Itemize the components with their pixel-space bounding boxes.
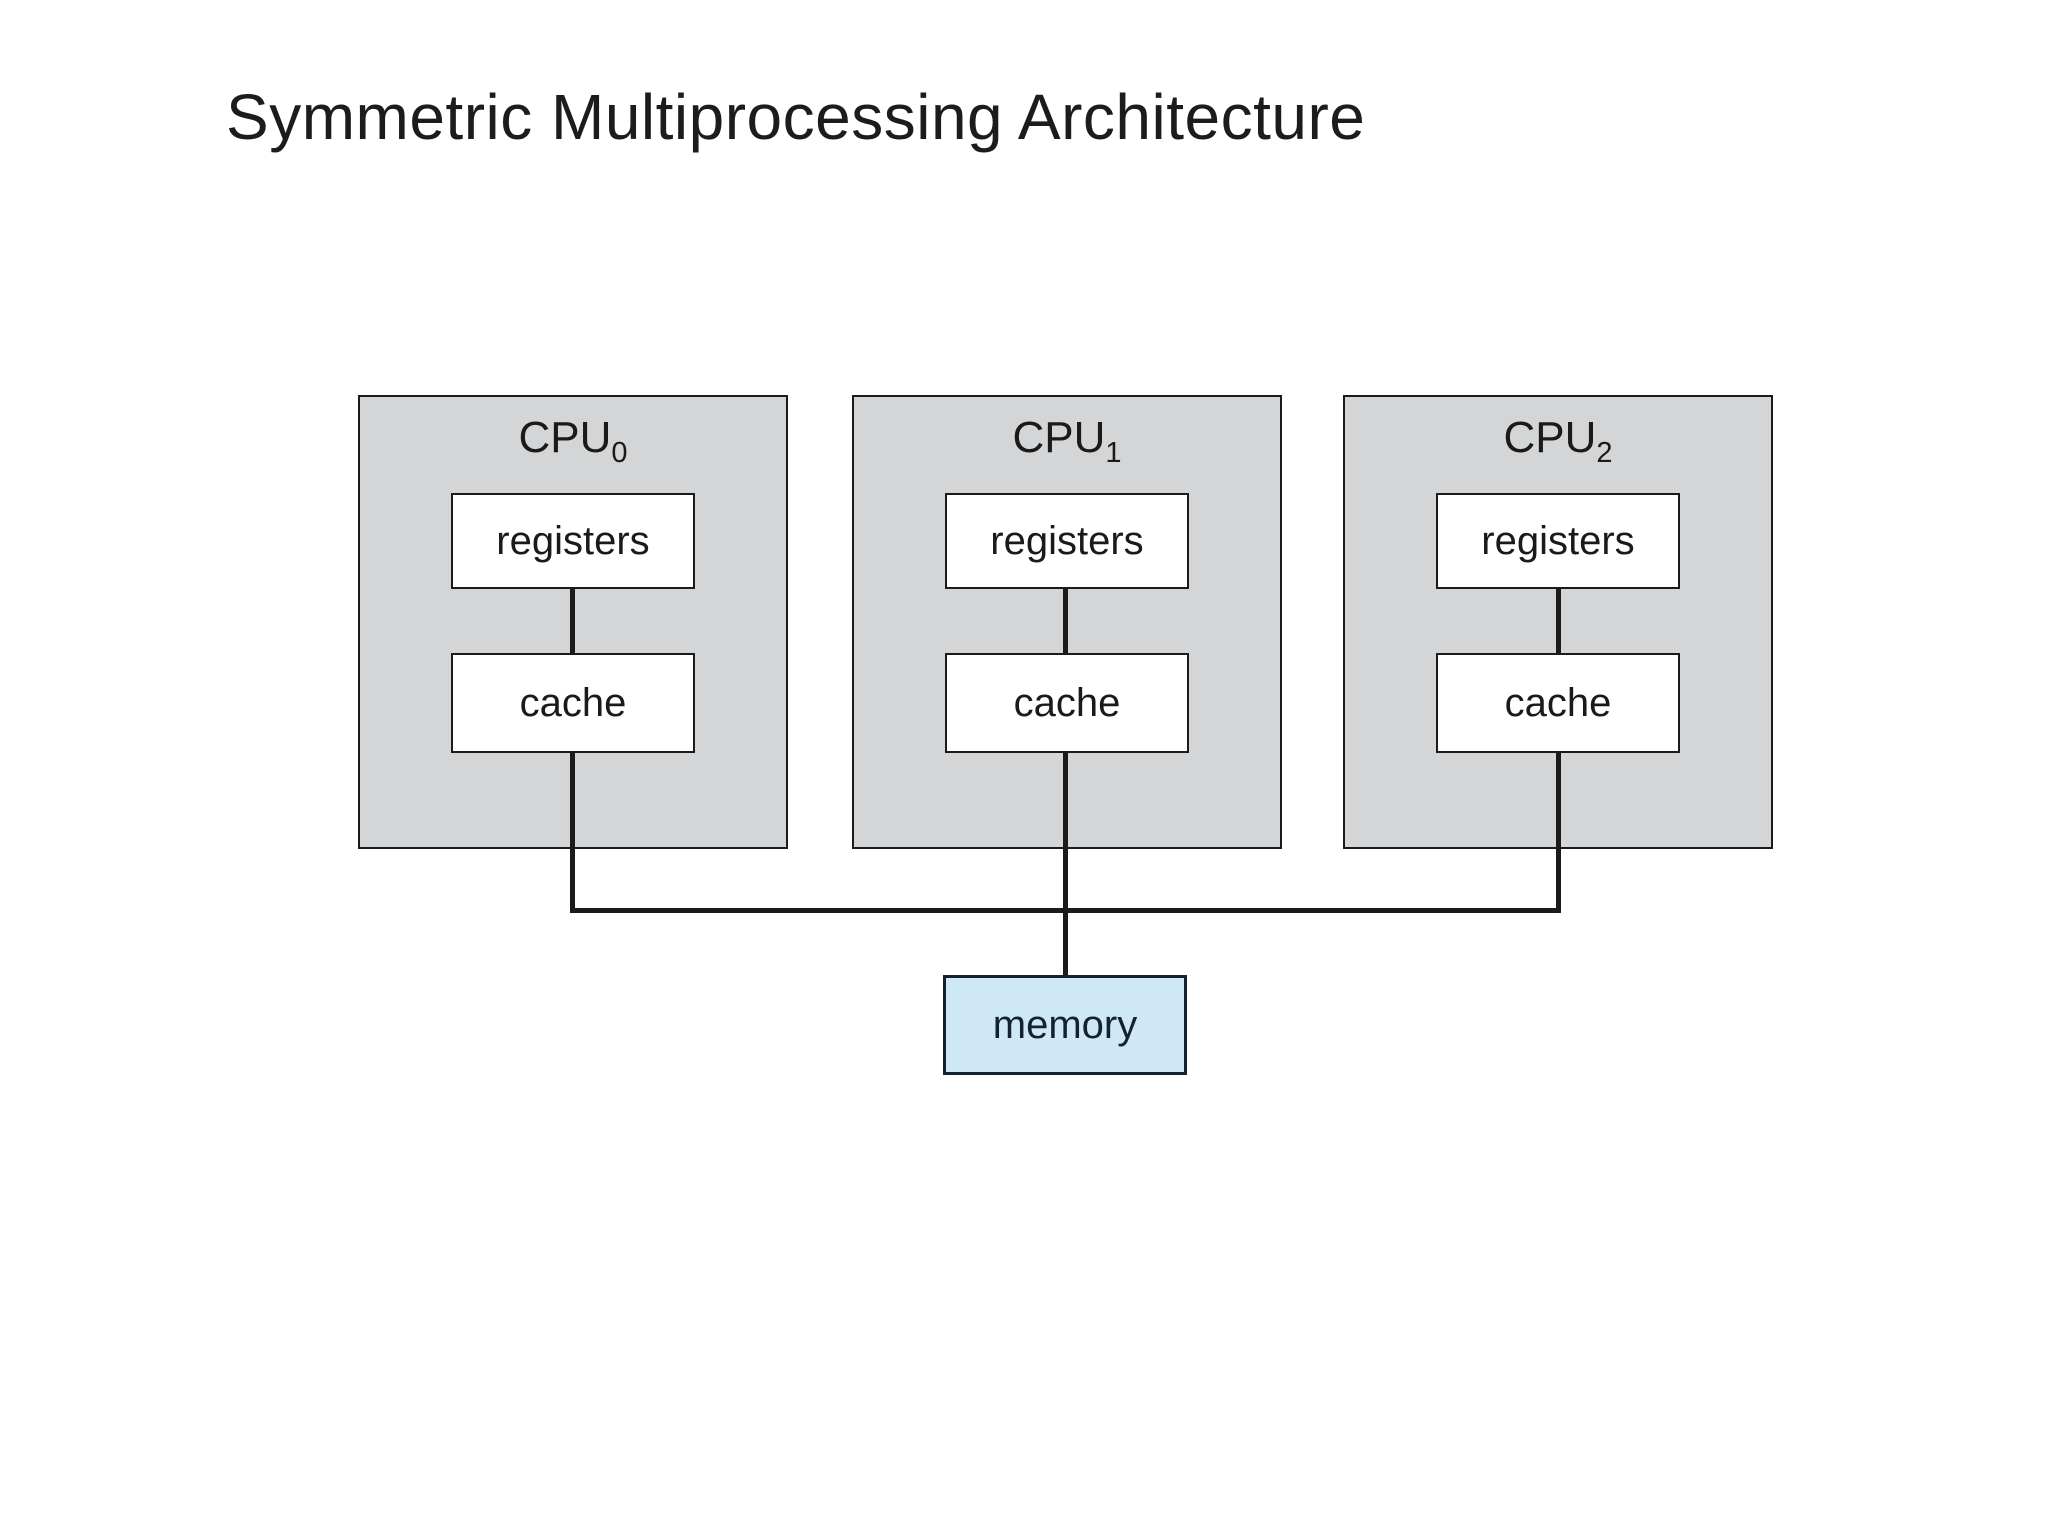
- cpu1-registers-label: registers: [990, 518, 1144, 563]
- cpu0-label-text: CPU: [518, 413, 612, 462]
- cpu0-cache-bus-connector: [570, 753, 575, 913]
- cpu0-block: CPU0 registers cache: [358, 395, 788, 849]
- cpu0-label-subscript: 0: [611, 436, 628, 469]
- cpu1-registers-cache-connector: [1063, 589, 1068, 653]
- cpu1-label-text: CPU: [1012, 413, 1106, 462]
- cpu0-registers-cache-connector: [570, 589, 575, 653]
- cpu2-registers-label: registers: [1481, 518, 1635, 563]
- cpu2-cache-bus-connector: [1556, 753, 1561, 913]
- cpu1-cache-memory-connector: [1063, 753, 1068, 978]
- cpu2-registers-box: registers: [1436, 493, 1680, 589]
- cpu1-registers-box: registers: [945, 493, 1189, 589]
- cpu0-registers-box: registers: [451, 493, 695, 589]
- cpu0-label: CPU0: [360, 413, 786, 467]
- cpu1-cache-label: cache: [1013, 680, 1121, 725]
- cpu0-registers-label: registers: [496, 518, 650, 563]
- cpu2-cache-label: cache: [1504, 680, 1612, 725]
- cpu0-cache-box: cache: [451, 653, 695, 753]
- memory-box: memory: [943, 975, 1187, 1075]
- cpu2-label-text: CPU: [1503, 413, 1597, 462]
- cpu2-label: CPU2: [1345, 413, 1771, 467]
- shared-bus-line: [570, 908, 1561, 913]
- memory-label: memory: [992, 1002, 1138, 1047]
- cpu2-cache-box: cache: [1436, 653, 1680, 753]
- cpu2-label-subscript: 2: [1596, 436, 1613, 469]
- cpu0-cache-label: cache: [519, 680, 627, 725]
- cpu1-label-subscript: 1: [1105, 436, 1122, 469]
- cpu1-cache-box: cache: [945, 653, 1189, 753]
- cpu1-label: CPU1: [854, 413, 1280, 467]
- cpu2-registers-cache-connector: [1556, 589, 1561, 653]
- page-title: Symmetric Multiprocessing Architecture: [226, 81, 1366, 153]
